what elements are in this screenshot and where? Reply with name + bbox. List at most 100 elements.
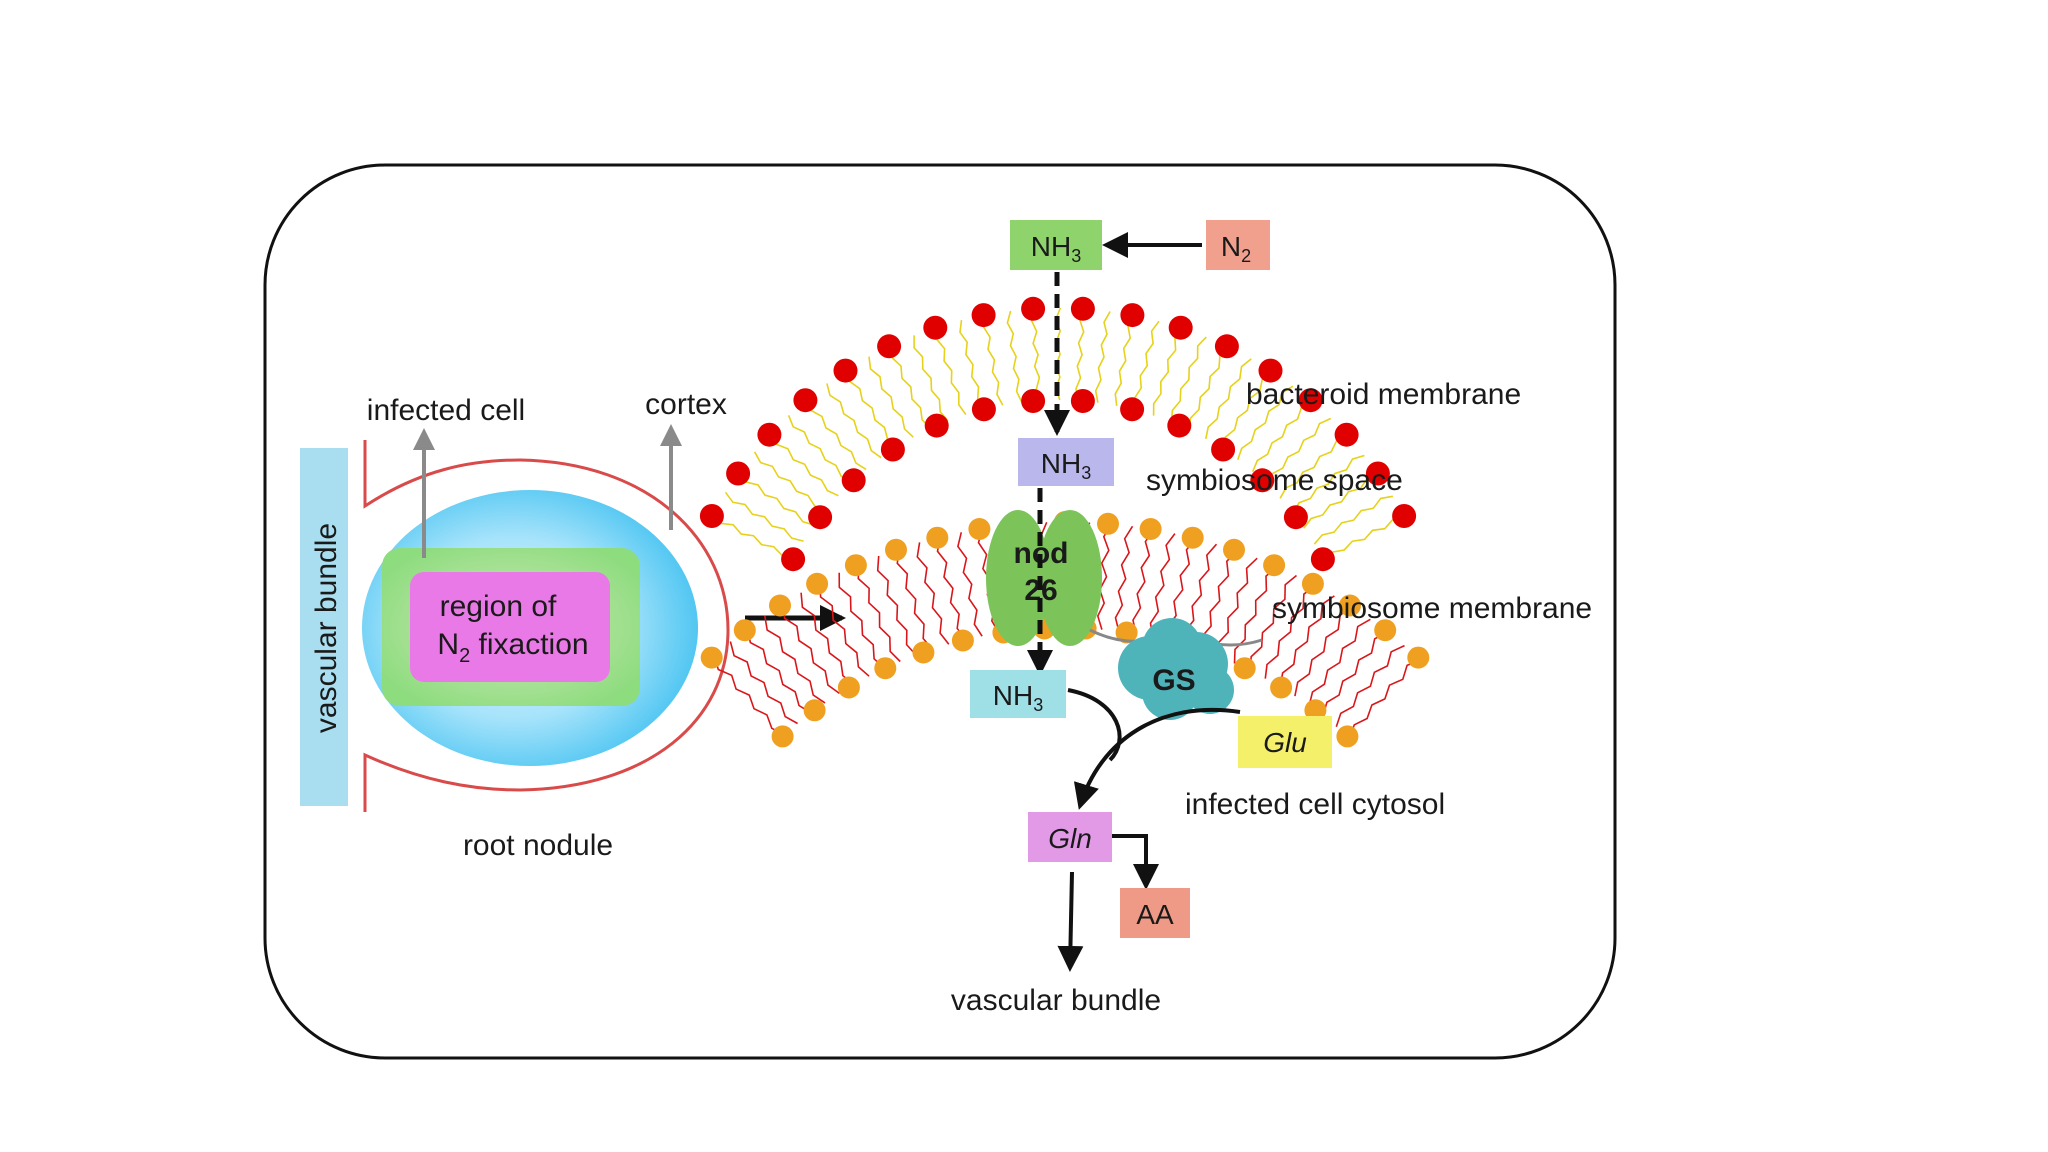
- lipid-tail: [1308, 618, 1371, 706]
- lipid-tail: [770, 432, 839, 497]
- lipid-head: [1097, 512, 1119, 535]
- lipid-tail: [753, 451, 827, 511]
- n2-fixation-region: [410, 572, 610, 682]
- glu-label: Glu: [1263, 727, 1307, 758]
- lipid-tail: [1266, 417, 1332, 485]
- lipid-tail: [916, 542, 950, 645]
- lipid-head: [1233, 657, 1256, 680]
- lipid-head: [808, 505, 833, 530]
- lipid-tail: [724, 491, 804, 542]
- lipid-tail: [857, 563, 901, 663]
- lipid-head: [769, 594, 791, 617]
- nh3-bottom-box: [970, 670, 1066, 718]
- lipid-head: [1283, 505, 1308, 530]
- glu-box: [1238, 716, 1332, 768]
- lipid-head: [1339, 594, 1361, 617]
- lipid-tail: [1249, 574, 1298, 671]
- nh3-mid-label: NH3: [1041, 448, 1091, 483]
- lipid-tail: [1233, 565, 1278, 664]
- lipid-head: [1336, 725, 1359, 748]
- lipid-head: [1263, 554, 1286, 577]
- lipid-head: [1334, 422, 1359, 447]
- lipid-tail: [1279, 595, 1335, 688]
- gs-label: GS: [1152, 664, 1195, 697]
- lipid-tail: [1133, 320, 1160, 411]
- lipid-head: [844, 554, 867, 577]
- lipid-head: [1211, 437, 1236, 462]
- vascular-bundle-bar: [300, 448, 348, 806]
- lipid-tail: [712, 513, 795, 559]
- lipid-tail: [1323, 517, 1406, 562]
- bacteroid-membrane-label: bacteroid membrane: [1246, 378, 1521, 411]
- lipid-head: [1250, 468, 1275, 493]
- lipid-tail: [1237, 385, 1294, 461]
- lipid-tail: [868, 356, 914, 438]
- lipid-tail: [913, 335, 949, 422]
- lipid-tail: [1094, 311, 1111, 403]
- lipid-tail: [935, 326, 967, 415]
- lipid-head: [1310, 547, 1335, 572]
- gln-label: Gln: [1048, 823, 1092, 854]
- lipid-tail: [1132, 529, 1155, 635]
- nh3-top-label: NH3: [1031, 231, 1081, 266]
- cortex-outline: [363, 440, 730, 812]
- lipid-head: [968, 518, 991, 540]
- lipid-tail: [806, 398, 867, 471]
- lipid-tail: [1075, 308, 1087, 401]
- n2-box: [1206, 220, 1270, 270]
- lipid-tail: [936, 536, 967, 641]
- lipid-head: [793, 388, 818, 413]
- infected-cell-label: infected cell: [367, 394, 525, 427]
- nod26-channel: [986, 510, 1102, 646]
- lipid-head: [726, 461, 751, 486]
- bacteroid-membrane: [699, 296, 1417, 572]
- lipid-tail: [1251, 400, 1313, 473]
- lipid-head: [700, 646, 723, 669]
- lipid-head: [1070, 296, 1095, 321]
- lipid-head: [781, 547, 806, 572]
- lipid-head: [841, 468, 866, 493]
- lipid-tail: [1200, 550, 1238, 652]
- lipid-head: [880, 437, 905, 462]
- glu-to-gln-curve: [1073, 707, 1241, 810]
- aa-label: AA: [1136, 899, 1174, 930]
- root-nodule-label: root nodule: [463, 829, 613, 862]
- lipid-head: [1120, 303, 1145, 328]
- lipid-head: [1258, 358, 1283, 383]
- lipid-head: [733, 619, 756, 642]
- symbiosome-space-label: symbiosome space: [1146, 464, 1403, 497]
- lipid-head: [1115, 621, 1138, 644]
- lipid-tail: [1294, 606, 1354, 697]
- lipid-head: [1374, 619, 1397, 642]
- lipid-head: [833, 358, 858, 383]
- nh3-top-box: [1010, 220, 1102, 270]
- lipid-head: [971, 397, 996, 422]
- lipid-tail: [729, 641, 798, 725]
- lipid-tail: [1322, 631, 1389, 717]
- lipid-head: [1298, 388, 1323, 413]
- nh3-to-gln-curve: [1067, 688, 1122, 762]
- lipid-head: [1021, 296, 1046, 321]
- lipid-head: [806, 572, 829, 595]
- lipid-tail: [896, 548, 933, 650]
- lipid-head: [837, 676, 860, 699]
- lipid-head: [1365, 461, 1390, 486]
- pathway-vascular-bundle-label: vascular bundle: [951, 984, 1161, 1017]
- lipid-tail: [1335, 644, 1405, 728]
- cortex-label: cortex: [645, 388, 727, 421]
- lipid-tail: [764, 615, 826, 704]
- lipid-tail: [1149, 533, 1176, 638]
- lipid-tail: [746, 628, 812, 714]
- lipid-tail: [959, 320, 985, 410]
- lipid-tail: [826, 383, 882, 459]
- lipid-head: [877, 334, 902, 359]
- lipid-head: [803, 699, 826, 722]
- lipid-tail: [1188, 346, 1230, 431]
- lipid-head: [757, 422, 782, 447]
- lipid-head: [1181, 526, 1204, 549]
- gs-enzyme: [1118, 618, 1234, 720]
- pathway-panel: NH3 N2 bacteroid membrane NH3 symbiosome…: [699, 220, 1592, 1017]
- lipid-head: [1214, 334, 1239, 359]
- lipid-tail: [982, 314, 1004, 406]
